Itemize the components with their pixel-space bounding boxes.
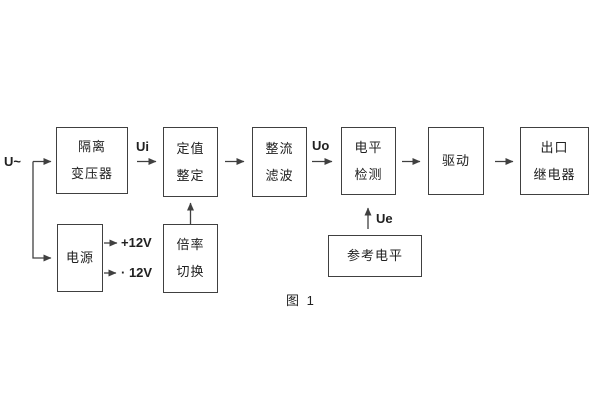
block-output-relay: 出口 继电器: [520, 127, 589, 195]
block-rectifier-filter: 整流 滤波: [252, 127, 307, 197]
block-label: 隔离: [77, 139, 106, 154]
block-label: 变压器: [70, 166, 113, 181]
block-label: 电平: [354, 139, 383, 155]
signal-label-ue: Ue: [376, 211, 393, 226]
block-label: 检测: [354, 166, 383, 182]
figure-caption: 图 1: [286, 293, 316, 308]
signal-label-input-voltage: U~: [4, 154, 21, 169]
block-label: 滤波: [265, 167, 294, 183]
signal-label-ui: Ui: [136, 139, 149, 154]
block-label: 整定: [176, 167, 205, 183]
block-isolation-transformer: 隔离 变压器: [56, 127, 128, 194]
block-label: 切换: [176, 264, 205, 279]
signal-label-uo: Uo: [312, 138, 330, 153]
signal-label-minus-12v: · 12V: [121, 265, 153, 280]
block-label: 参考电平: [346, 248, 403, 263]
block-label: 整流: [265, 140, 294, 156]
block-label: 电源: [65, 250, 94, 265]
block-level-detector: 电平 检测: [341, 127, 396, 195]
block-label: 倍率: [176, 237, 205, 252]
block-driver: 驱动: [428, 127, 484, 195]
block-label: 出口: [540, 139, 569, 155]
block-reference-level: 参考电平: [328, 235, 422, 277]
block-power-supply: 电源: [57, 224, 103, 292]
block-ratio-switch: 倍率 切换: [163, 224, 218, 293]
signal-label-plus-12v: +12V: [121, 235, 152, 250]
block-label: 驱动: [441, 153, 470, 168]
block-label: 继电器: [533, 166, 576, 182]
block-setpoint-adjust: 定值 整定: [163, 127, 218, 197]
block-label: 定值: [176, 140, 205, 156]
wire-input-to-power: [32, 161, 52, 262]
